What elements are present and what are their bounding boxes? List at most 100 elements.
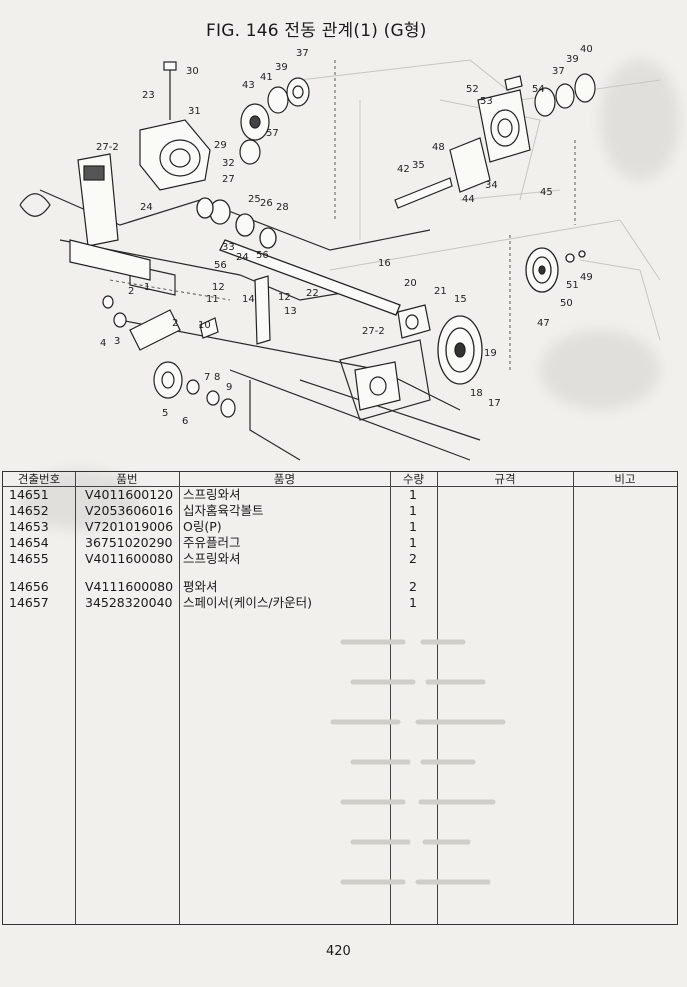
header-name: 품명 [273,472,296,486]
callout-label: 13 [284,306,297,317]
callout-label: 43 [242,80,255,91]
exploded-parts-diagram: 30 23 31 27-2 2 9 32 43 41 39 37 57 27 24… [0,40,687,470]
row-name: 평와셔 [183,579,218,594]
callout-label: 6 [182,416,188,427]
callout-label: 49 [580,272,593,283]
row-name: 스페이서(케이스/카운터) [183,595,312,610]
header-code: 견출번호 [17,472,61,486]
callout-label: 37 [296,48,309,59]
header-qty: 수량 [402,472,425,486]
column-divider [390,472,391,924]
row-code: 14651 [9,487,49,502]
column-divider [179,472,180,924]
row-part-no: 34528320040 [85,595,173,610]
row-qty: 2 [409,579,417,594]
callout-label: 18 [470,388,483,399]
callout-label: 16 [378,258,391,269]
table-row: 14653 V7201019006 O링(P) 1 [3,519,677,535]
row-qty: 1 [409,595,417,610]
row-code: 14653 [9,519,49,534]
callout-label: 20 [404,278,417,289]
table-row: 14651 V4011600120 스프링와셔 1 [3,487,677,503]
callout-label: 51 [566,280,579,291]
row-code: 14654 [9,535,49,550]
callout-label: 21 [434,286,447,297]
callout-label: 56 [256,250,269,261]
callout-label: 15 [454,294,467,305]
callout-label: 45 [540,187,553,198]
callout-label: 12 [212,282,225,293]
callout-label: 22 [306,288,319,299]
column-divider [573,472,574,924]
parts-table: 견출번호 품번 품명 수량 규격 비고 14651 V4011600120 스프… [2,471,678,925]
callout-label: 14 [242,294,255,305]
row-code: 14652 [9,503,49,518]
callout-label: 39 [275,62,288,73]
callout-label: 39 [566,54,579,65]
callout-label: 2 [172,318,178,329]
row-qty: 1 [409,487,417,502]
row-qty: 1 [409,519,417,534]
row-name: O링(P) [183,519,222,534]
row-name: 주유플러그 [183,535,241,550]
callout-label: 5 [162,408,168,419]
row-name: 스프링와셔 [183,551,241,566]
callout-label: 56 [214,260,227,271]
page-smudge [600,60,680,180]
row-name: 십자홈육각볼트 [183,503,264,518]
table-row: 14654 36751020290 주유플러그 1 [3,535,677,551]
row-qty: 2 [409,551,417,566]
row-part-no: 36751020290 [85,535,173,550]
table-row: 14652 V2053606016 십자홈육각볼트 1 [3,503,677,519]
callout-label: 37 [552,66,565,77]
callout-label: 8 [214,372,220,383]
callout-label: 28 [276,202,289,213]
page-number: 420 [326,944,351,959]
callout-label: 25 [248,194,261,205]
row-part-no: V7201019006 [85,519,174,534]
callout-label: 44 [462,194,475,205]
callout-label: 12 [278,292,291,303]
header-divider [3,486,677,487]
callout-label: 42 [397,164,410,175]
table-row: 14655 V4011600080 스프링와셔 2 [3,551,677,567]
callout-label: 27-2 [362,326,385,337]
page-smudge [540,330,660,410]
callout-label: 27 [222,174,235,185]
callout-label: 24 [140,202,153,213]
callout-label: 53 [480,96,493,107]
row-qty: 1 [409,535,417,550]
header-spec: 규격 [494,472,516,486]
callout-label: 9 [226,382,232,393]
callout-label: 24 [236,252,249,263]
callout-label: 30 [186,66,199,77]
header-remarks: 비고 [614,472,636,486]
callout-label: 40 [580,44,593,55]
callout-label: 32 [222,158,235,169]
callout-label: 48 [432,142,445,153]
callout-label: 57 [266,128,279,139]
callout-label: 26 [260,198,273,209]
row-part-no: V4111600080 [85,579,174,594]
row-qty: 1 [409,503,417,518]
row-part-no: V2053606016 [85,503,174,518]
table-row: 14657 34528320040 스페이서(케이스/카운터) 1 [3,595,677,611]
callout-label: 35 [412,160,425,171]
callout-label: 3 [114,336,120,347]
callout-label: 47 [537,318,550,329]
callout-label: 27-2 [96,142,119,153]
callout-label: 10 [198,320,211,331]
callout-label: 50 [560,298,573,309]
page-smudge [20,470,140,530]
callout-label: 23 [142,90,155,101]
figure-title: FIG. 146 전동 관계(1) (G형) [206,21,427,41]
callout-label: 31 [188,106,201,117]
callout-label: 54 [532,84,545,95]
callout-label: 41 [260,72,273,83]
callout-label: 34 [485,180,498,191]
callout-label: 33 [222,242,235,253]
callout-label: 52 [466,84,479,95]
callout-label: 19 [484,348,497,359]
header-part-no: 품번 [116,472,138,486]
